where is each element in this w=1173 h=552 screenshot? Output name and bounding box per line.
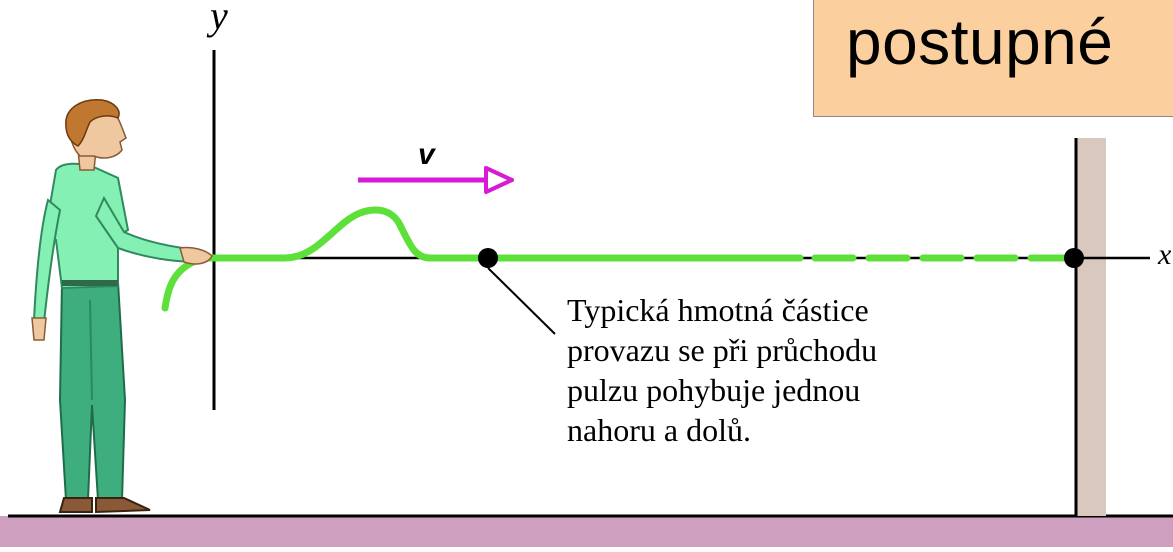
- person-arm-left: [32, 198, 62, 324]
- wall-attachment-point: [1064, 248, 1084, 268]
- person-hair: [65, 99, 120, 147]
- page-title: postupné: [846, 6, 1114, 78]
- velocity-label: v: [418, 138, 435, 171]
- rope-particle: [478, 248, 498, 268]
- person-shoe-right: [95, 497, 151, 514]
- velocity-arrow: [358, 166, 514, 194]
- annotation-line: provazu se při průchodu: [567, 332, 878, 368]
- person-shoe-left: [58, 497, 93, 513]
- annotation-text: Typická hmotná částice provazu se při pr…: [567, 290, 1007, 450]
- person-shirt: [42, 162, 130, 290]
- annotation-line: nahoru a dolů.: [567, 412, 751, 448]
- y-axis-label: y: [210, 0, 228, 38]
- person-hand: [179, 246, 213, 265]
- x-axis-label: x: [1158, 238, 1172, 271]
- annotation-line: pulzu pohybuje jednou: [567, 372, 861, 408]
- wall: [1076, 138, 1106, 516]
- annotation-line: Typická hmotná částice: [567, 292, 869, 328]
- person-figure: [31, 99, 213, 514]
- title-box: postupné: [813, 0, 1173, 117]
- floor: [0, 516, 1173, 547]
- annotation-leader: [487, 267, 556, 335]
- rope-pulse: [201, 206, 804, 262]
- rope-hand-loop: [161, 254, 209, 312]
